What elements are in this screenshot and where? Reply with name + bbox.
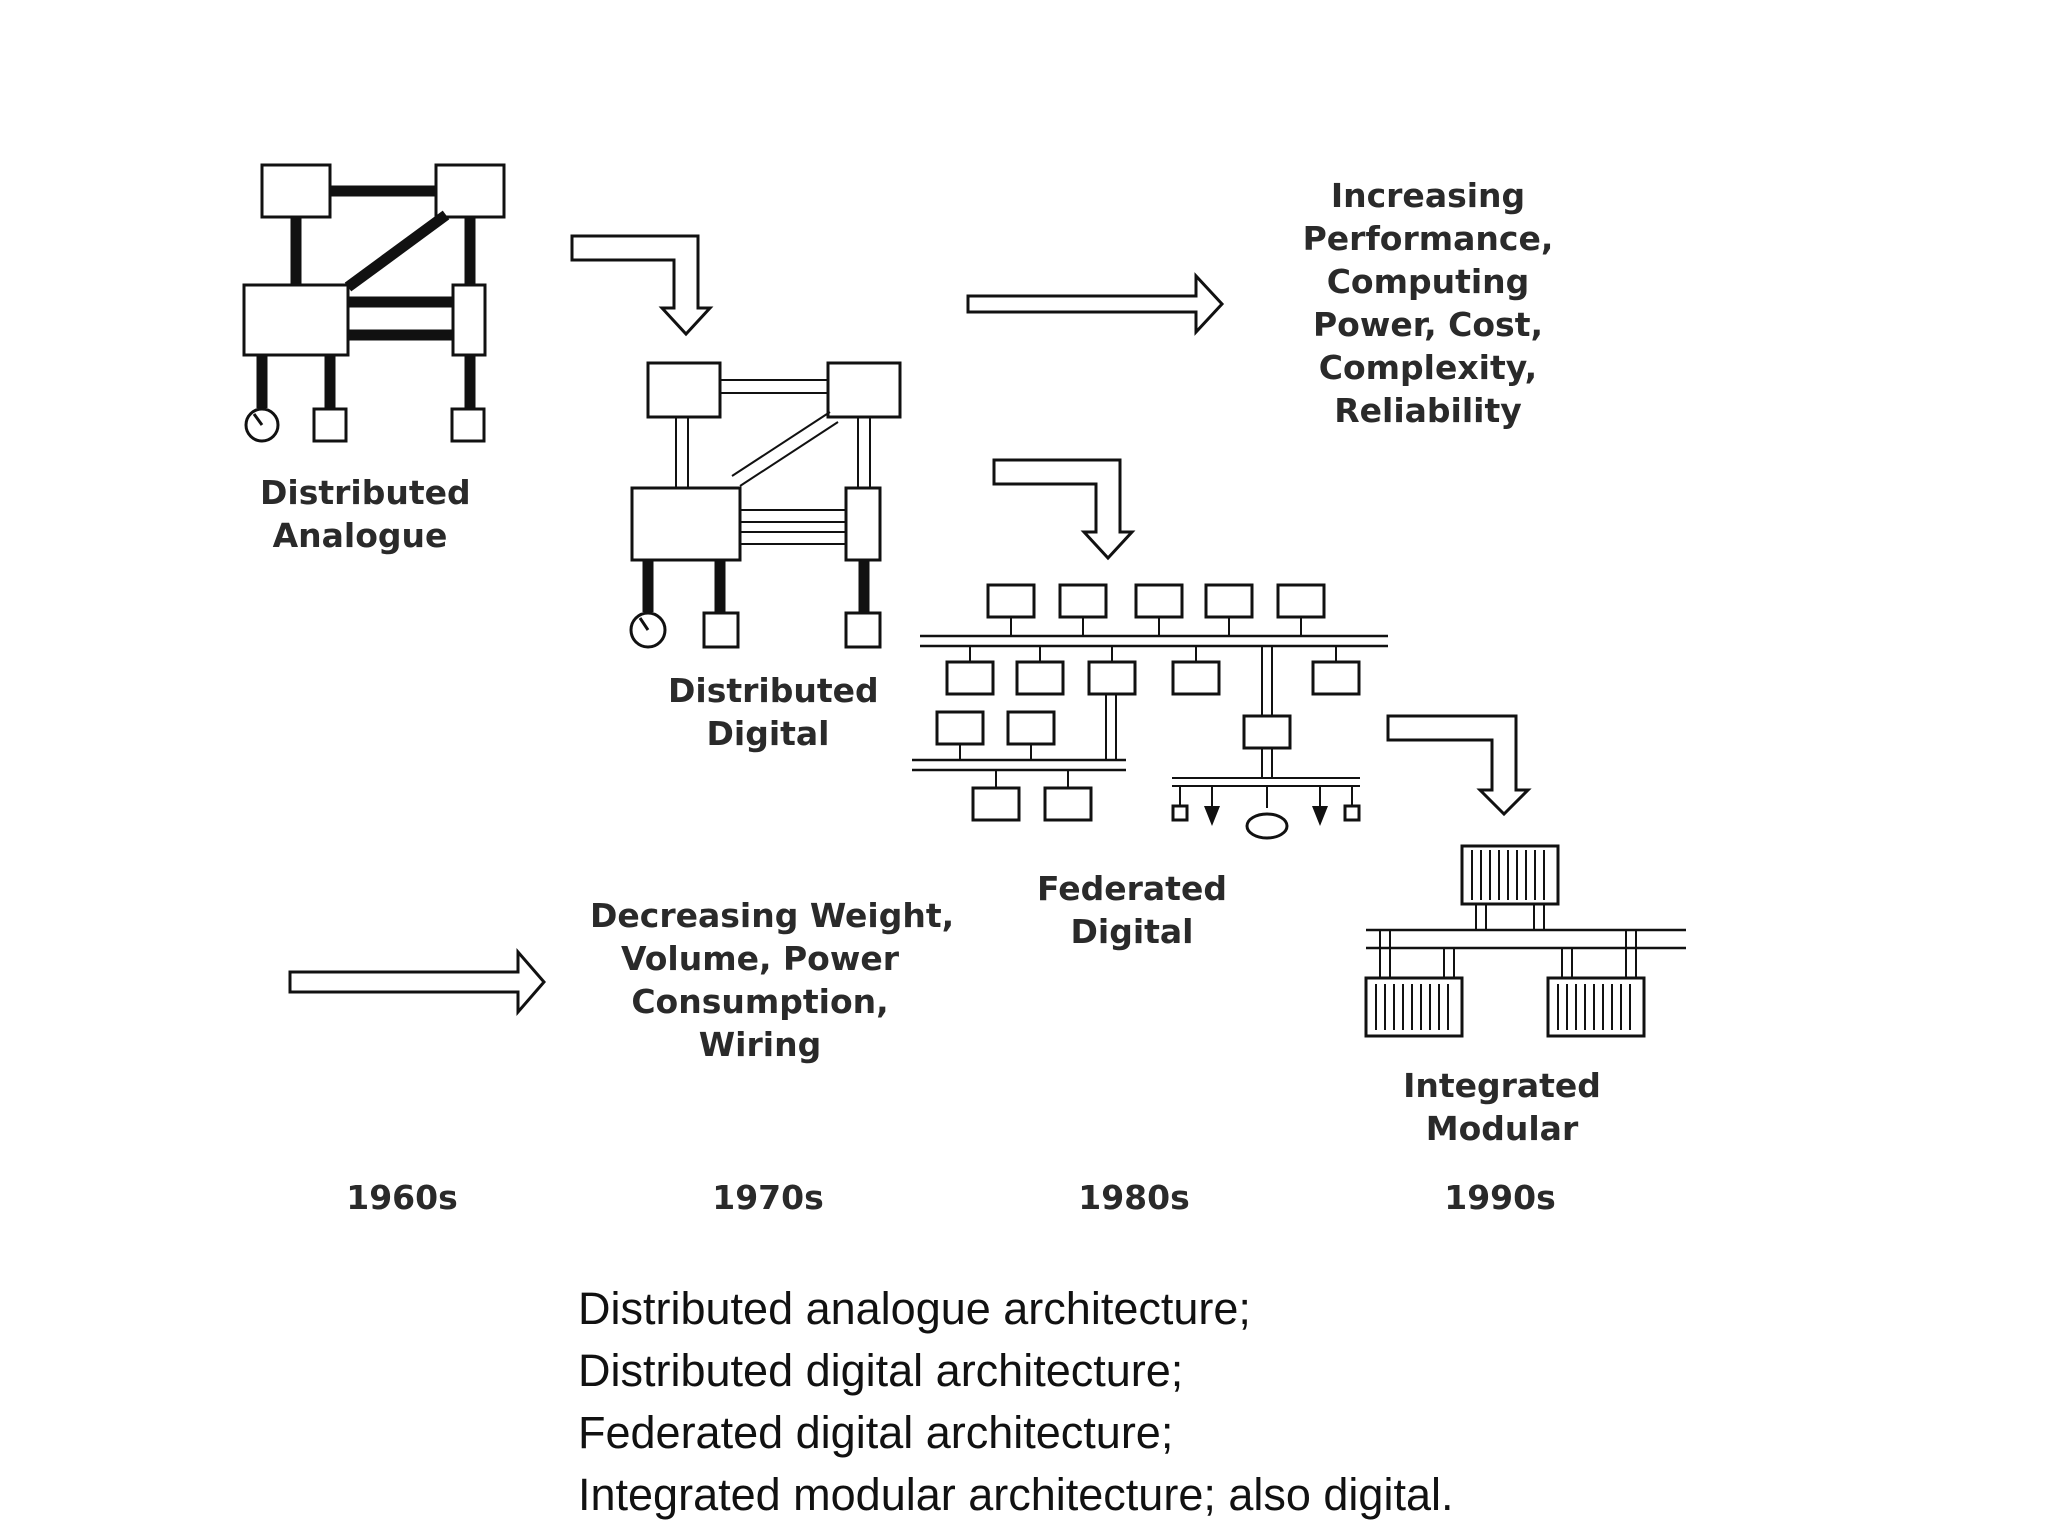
label-integrated-modular: Integrated Modular [1403,1066,1601,1148]
decade-label-1980s: 1980s [1078,1178,1190,1217]
label-distributed-digital: Distributed Digital [668,671,879,753]
decreasing-arrow [288,947,546,1017]
label-increasing-trends: Increasing Performance, Computing Power,… [1302,176,1554,430]
elbow-arrow-1 [570,234,714,337]
caption: Distributed analogue architecture; Distr… [578,1278,1453,1526]
decade-label-1960s: 1960s [346,1178,458,1217]
integrated-modular-diagram [1364,844,1686,1038]
federated-digital-diagram [912,583,1388,840]
elbow-arrow-3 [1386,714,1532,817]
label-federated-digital: Federated Digital [1037,869,1227,951]
distributed-analogue-diagram [242,163,506,443]
distributed-digital-diagram [629,361,902,649]
decade-label-1970s: 1970s [712,1178,824,1217]
caption-line: Distributed digital architecture; [578,1345,1184,1396]
caption-line: Integrated modular architecture; also di… [578,1469,1454,1520]
caption-line: Distributed analogue architecture; [578,1283,1251,1334]
increasing-arrow [966,272,1225,336]
decade-label-1990s: 1990s [1444,1178,1556,1217]
caption-line: Federated digital architecture; [578,1407,1174,1458]
label-distributed-analogue: Distributed Analogue [260,473,471,555]
elbow-arrow-2 [992,458,1136,561]
label-decreasing-trends: Decreasing Weight, Volume, Power Consump… [590,896,955,1064]
